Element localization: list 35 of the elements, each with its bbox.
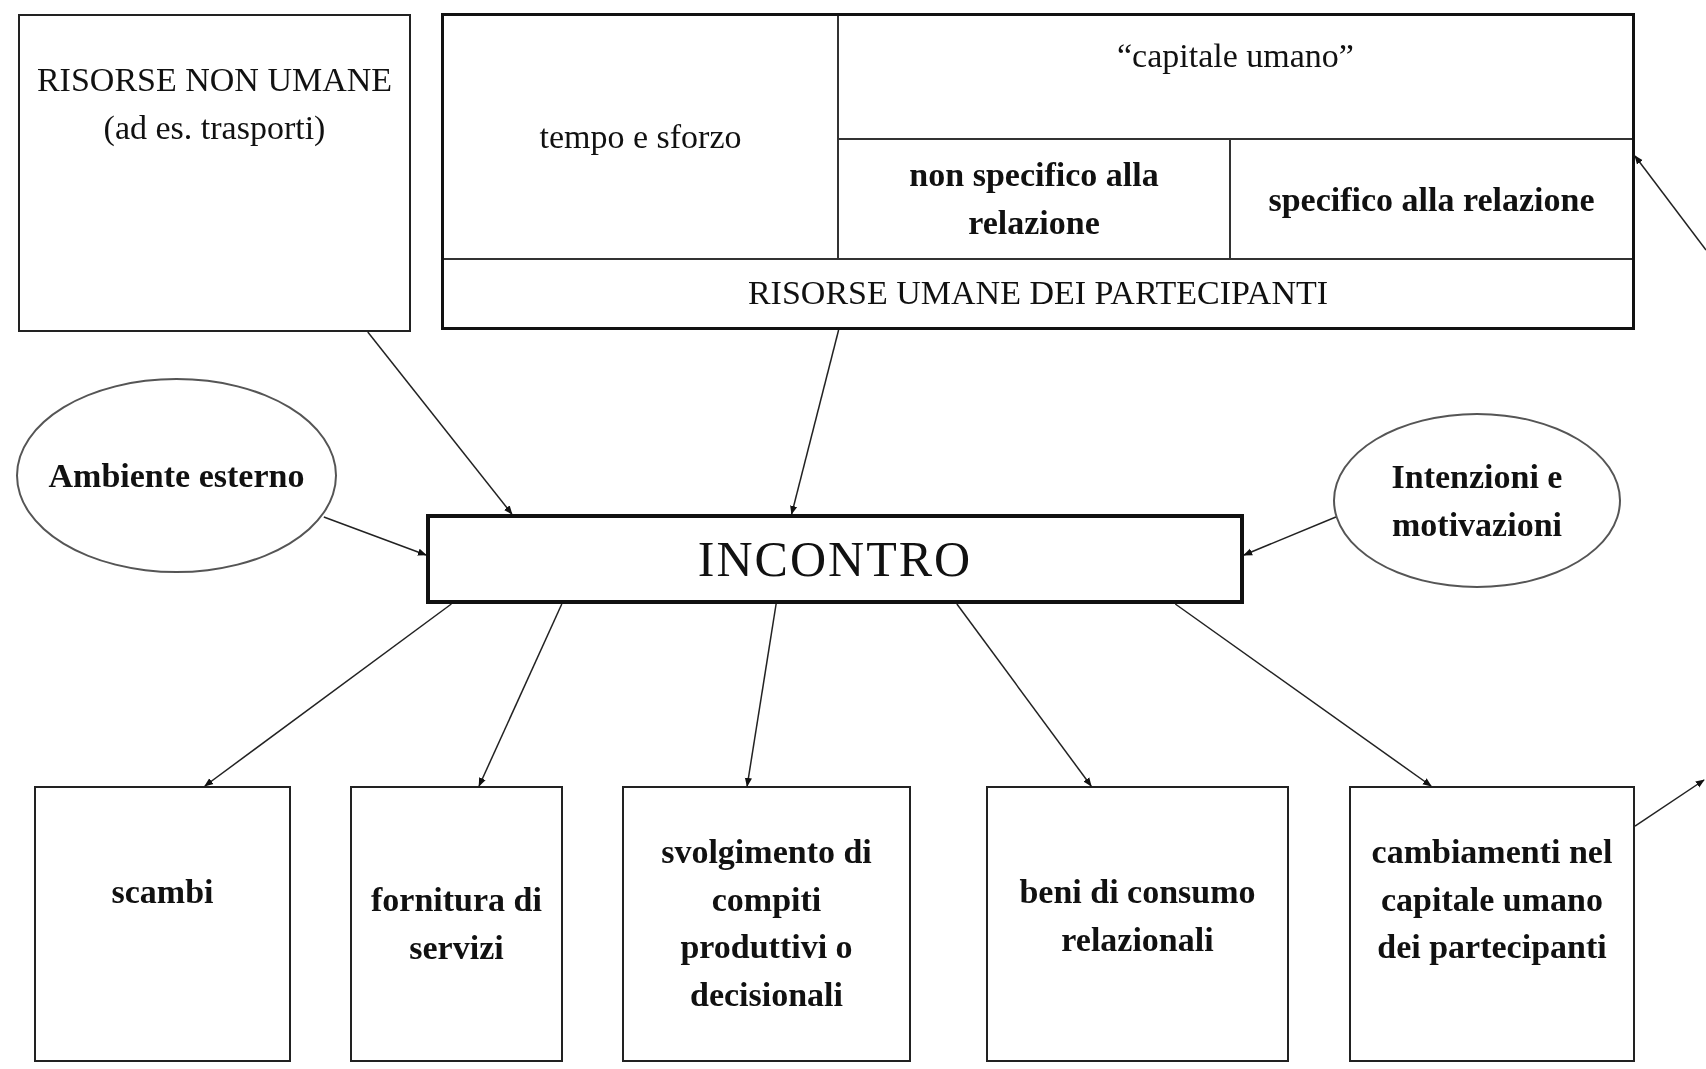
node-label: Ambiente esterno (47, 455, 306, 496)
node-label: Intenzioni e motivazioni (1390, 456, 1564, 545)
arrow (1243, 516, 1337, 556)
text-box (622, 786, 911, 1062)
text-box (350, 786, 563, 1062)
node-label: cambiamenti nel capitale umano dei partecipanti (1370, 832, 1614, 968)
text-box (34, 786, 291, 1062)
text-box (18, 14, 411, 332)
arrow (744, 603, 777, 787)
node-label: INCONTRO (696, 534, 974, 584)
text-box (1349, 786, 1635, 1062)
arrow (478, 603, 563, 787)
arrow (956, 603, 1092, 787)
node-label: RISORSE NON UMANE (ad es. trasporti) (35, 60, 394, 148)
arrow (790, 329, 840, 515)
arrow (323, 516, 427, 556)
arrow (1634, 155, 1706, 251)
arrow (204, 603, 453, 787)
resource-table (441, 13, 1635, 330)
node-label: scambi (110, 872, 215, 912)
arrow (1174, 603, 1432, 787)
table-cell (444, 16, 839, 260)
node-label: tempo e sforzo (538, 117, 743, 158)
central-box (426, 514, 1244, 604)
node-label: “capitale umano” (1116, 36, 1355, 76)
node-label: fornitura di servizi (370, 880, 543, 968)
node-label: RISORSE UMANE DEI PARTECIPANTI (746, 273, 1330, 314)
arrow (1634, 779, 1705, 827)
text-box (986, 786, 1289, 1062)
table-cell (839, 138, 1231, 260)
arrow (367, 331, 513, 515)
node-label: non specifico alla relazione (908, 155, 1160, 243)
node-label: svolgimento di compiti produttivi o decisionali (660, 832, 873, 1015)
node-label: specifico alla relazione (1267, 180, 1596, 221)
node-label: beni di consumo relazionali (1018, 872, 1257, 960)
